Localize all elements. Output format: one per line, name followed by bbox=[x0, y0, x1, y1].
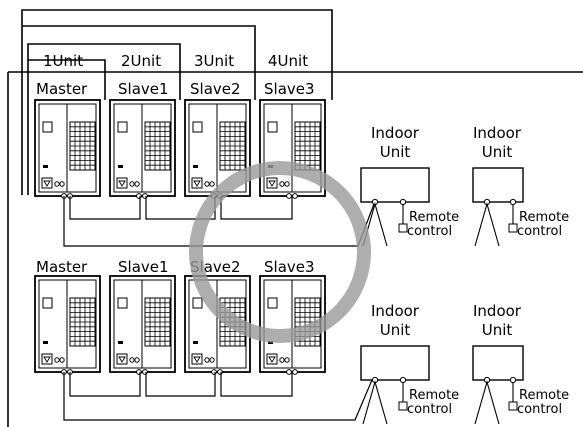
top-role-slave2: Slave2 bbox=[190, 80, 241, 98]
top-role-slave1: Slave1 bbox=[118, 80, 169, 98]
bottom-indoor-1-remote-label-line2: control bbox=[407, 402, 452, 417]
bottom-outdoor-unit-3 bbox=[184, 275, 251, 375]
bottom-indoor-1-label-line1: Indoor bbox=[371, 302, 420, 320]
top-indoor-1-remote-label-line1: Remote bbox=[409, 210, 459, 225]
outdoor-units bbox=[34, 99, 326, 375]
bottom-role-master: Master bbox=[36, 258, 88, 276]
bottom-role-labels: Master Slave1 Slave2 Slave3 bbox=[36, 258, 315, 276]
bottom-indoor-1-label-line2: Unit bbox=[380, 321, 411, 339]
top-unit-label-1: 1Unit bbox=[43, 52, 83, 70]
outer-frame bbox=[7, 9, 583, 427]
indoor-units: IndoorUnitRemotecontrolIndoorUnitRemotec… bbox=[360, 124, 569, 425]
top-outdoor-unit-4 bbox=[259, 99, 326, 199]
top-indoor-1-label-line2: Unit bbox=[380, 143, 411, 161]
bottom-role-slave3: Slave3 bbox=[264, 258, 315, 276]
top-role-slave3: Slave3 bbox=[264, 80, 315, 98]
top-role-labels: Master Slave1 Slave2 Slave3 bbox=[36, 80, 315, 98]
top-unit-label-4: 4Unit bbox=[268, 52, 308, 70]
top-indoor-2-remote-label-line2: control bbox=[517, 224, 562, 239]
top-indoor-1-label-line1: Indoor bbox=[371, 124, 420, 142]
bottom-unit-wiring bbox=[63, 372, 373, 421]
top-unit-label-2: 2Unit bbox=[121, 52, 161, 70]
top-unit-labels: 1Unit 2Unit 3Unit 4Unit bbox=[43, 52, 308, 70]
top-indoor-2-label-line1: Indoor bbox=[473, 124, 522, 142]
bottom-indoor-2-remote-label-line1: Remote bbox=[519, 388, 569, 403]
top-outdoor-unit-2 bbox=[109, 99, 176, 199]
bottom-indoor-2-label-line2: Unit bbox=[482, 321, 513, 339]
bottom-outdoor-unit-2 bbox=[109, 275, 176, 375]
bottom-indoor-2-remote-label-line2: control bbox=[517, 402, 562, 417]
bottom-role-slave1: Slave1 bbox=[118, 258, 169, 276]
top-role-master: Master bbox=[36, 80, 88, 98]
top-outdoor-unit-1 bbox=[34, 99, 101, 199]
top-indoor-2-remote-label-line1: Remote bbox=[519, 210, 569, 225]
highlight-ring-overlay bbox=[189, 161, 371, 343]
top-indoor-1-remote-label-line2: control bbox=[407, 224, 452, 239]
bottom-outdoor-unit-1 bbox=[34, 275, 101, 375]
top-indoor-2-label-line2: Unit bbox=[482, 143, 513, 161]
top-unit-label-3: 3Unit bbox=[194, 52, 234, 70]
bottom-indoor-1-remote-label-line1: Remote bbox=[409, 388, 459, 403]
bottom-indoor-2-label-line1: Indoor bbox=[473, 302, 522, 320]
